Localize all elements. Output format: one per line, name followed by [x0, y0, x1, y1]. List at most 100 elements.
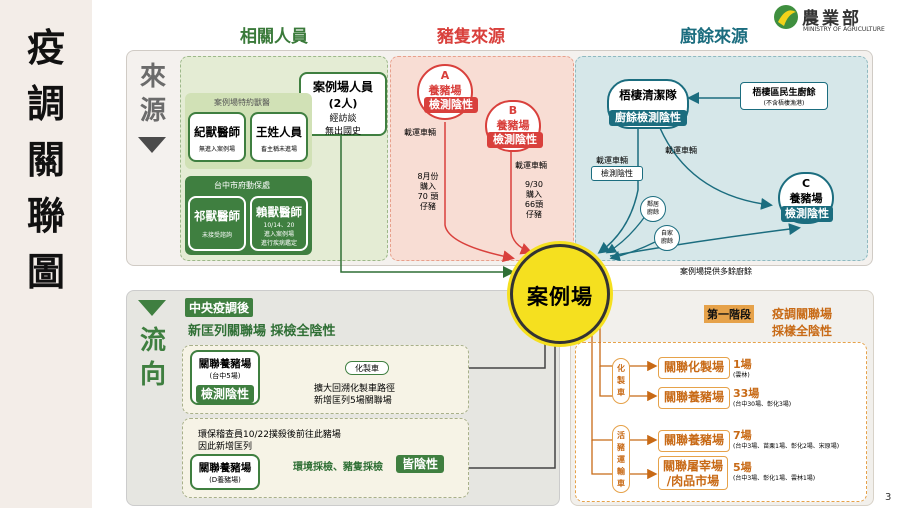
page-number: 3 [885, 492, 892, 503]
header-related-people: 相關人員 [240, 27, 308, 47]
flow-label-2: 向 [139, 360, 166, 390]
logo-subtext: MINISTRY OF AGRICULTURE [803, 26, 885, 33]
related-farm-note: (台中5場) [209, 372, 241, 380]
pig-vehicle-a: 載運車輛 [404, 128, 436, 137]
flow-left-heading1: 中央疫調後 [185, 298, 254, 317]
pig-purchase-b: 9/30 購入 66頭 仔豬 [522, 180, 546, 220]
vet-wang-name: 王姓人員 [256, 125, 302, 139]
farm-a-status: 檢測陰性 [424, 97, 478, 113]
live-pig-truck-vertical: 活 豬 運 輸 車 [612, 425, 630, 493]
header-pig-source: 豬隻來源 [437, 27, 505, 47]
vet-lai-note3: 進行疾病鑑定 [260, 240, 297, 247]
related-pig-farm-box-b: 關聯養豬場 [658, 430, 730, 452]
vet-qi-name: 祁獸醫師 [194, 209, 240, 223]
case-farm-person-note1: 經訪談 [329, 114, 357, 124]
slaughterhouse-detail: (台中3場、彰化1場、雲林1場) [733, 475, 816, 482]
stage-title2: 採樣全陰性 [772, 324, 833, 338]
pig-vehicle-b: 載運車輛 [515, 161, 547, 170]
vet-ji-card: 紀獸醫師 無進入案例場 [188, 112, 246, 162]
pig-purchase-b-date: 9/30 [525, 180, 543, 189]
vet-lai-card: 賴獸醫師 10/14、20 進入案例場 進行疾病鑑定 [250, 196, 308, 251]
residents-swill-note: (不含梧棲漁港) [763, 100, 805, 107]
swill-vehicle-status: 檢測陰性 [591, 166, 643, 181]
farm-b-letter: B [508, 104, 518, 117]
pig-purchase-b-count: 66頭 [524, 200, 544, 209]
live-pig-char4: 輸 [617, 467, 625, 476]
rendering-truck-vertical: 化 製 車 [612, 358, 630, 404]
farm-c-name: 養豬場 [789, 192, 823, 205]
source-label-2: 源 [139, 96, 166, 126]
vet-lai-note1: 10/14、20 [263, 222, 295, 229]
farm-d-card: 關聯養豬場 (D養豬場) [190, 454, 260, 490]
swill-vehicle-right: 載運車輛 [665, 146, 697, 155]
cleaning-team-status: 廚餘檢測陰性 [609, 110, 687, 126]
slaughterhouse-name: 關聯屠宰場 [662, 459, 723, 473]
cleaning-team-name: 梧棲清潔隊 [619, 88, 677, 102]
case-farm-center: 案例場 [510, 244, 610, 344]
live-pig-char3: 運 [617, 455, 625, 464]
slaughterhouse-count: 5場 [733, 461, 752, 474]
rendering-truck-char3: 車 [617, 388, 625, 397]
related-farm-name: 關聯養豬場 [198, 358, 252, 370]
pig-purchase-b-verb: 購入 [526, 190, 542, 199]
farm-c-letter: C [801, 177, 811, 190]
env-note1: 環保稽查員10/22撲殺後前往此豬場 [198, 430, 341, 440]
special-vet-label: 案例場特約獸醫 [214, 98, 270, 107]
case-farm-person-card: 案例場人員 (2人) 經訪談 無出國史 [299, 72, 387, 137]
related-pig-farm-count-b: 7場 [733, 429, 752, 442]
rendering-truck-label: 化製車 [345, 361, 389, 375]
source-label-1: 來 [139, 62, 166, 92]
pig-purchase-a: 8月份 購入 70 頭 仔豬 [417, 172, 439, 212]
pig-purchase-a-item: 仔豬 [420, 202, 436, 211]
slaughterhouse-box: 關聯屠宰場 /肉品市場 [658, 456, 728, 490]
logo-text: 農業部 [802, 9, 862, 29]
sampling-label: 環境採檢、豬隻採檢 [293, 462, 383, 473]
env-note2: 因此新增匡列 [198, 442, 253, 452]
residents-swill-card: 梧棲區民生廚餘 (不含梧棲漁港) [740, 82, 828, 110]
gov-vet-label: 台中市府動保處 [214, 181, 270, 190]
side-title-panel: 疫調關聯圖 [0, 0, 92, 508]
residents-swill-title: 梧棲區民生廚餘 [752, 88, 816, 98]
case-farm-person-title: 案例場人員 [312, 80, 373, 94]
swill-vehicle-left: 載運車輛 [596, 156, 628, 165]
self-swill-line1: 自家 [660, 230, 673, 237]
farm-c-status: 檢測陰性 [781, 206, 833, 222]
rendering-plant-detail: (雲林) [733, 372, 750, 379]
related-pig-farm-detail-a: (台中30場、彰化3場) [733, 401, 792, 408]
farm-b-name: 養豬場 [496, 119, 530, 132]
case-farm-person-count: (2人) [328, 97, 358, 110]
vet-ji-note: 無進入案例場 [198, 146, 235, 153]
farm-b-status: 檢測陰性 [487, 132, 543, 148]
rendering-note1: 擴大回溯化製車路徑 [314, 384, 396, 394]
case-farm-center-label: 案例場 [527, 285, 593, 309]
farm-a-letter: A [440, 69, 450, 82]
neighbor-swill: 鄰居 廚餘 [640, 196, 666, 222]
related-pig-farm-box-a: 關聯養豬場 [658, 387, 730, 409]
pig-purchase-a-date: 8月份 [417, 172, 439, 181]
live-pig-char1: 活 [617, 431, 625, 440]
rendering-note2: 新增匡列5場關聯場 [314, 396, 392, 406]
rendering-truck-char2: 製 [617, 376, 625, 385]
rendering-plant-count: 1場 [733, 358, 752, 371]
live-pig-char2: 豬 [617, 443, 625, 452]
flow-arrow-icon [138, 300, 166, 316]
flow-label-1: 流 [139, 326, 166, 356]
rendering-truck-char1: 化 [617, 364, 625, 373]
vet-qi-card: 祁獸醫師 未接受諮詢 [188, 196, 246, 251]
stage-title1: 疫調關聯場 [772, 307, 833, 321]
related-pig-farm-count-a: 33場 [733, 387, 760, 400]
source-arrow-icon [138, 137, 166, 153]
stage-tag: 第一階段 [704, 305, 754, 323]
vet-wang-card: 王姓人員 畜主稱未進場 [250, 112, 308, 162]
self-swill-line2: 廚餘 [660, 238, 673, 245]
extra-swill-label: 案例場提供多餘廚餘 [680, 267, 752, 276]
neighbor-swill-line2: 廚餘 [646, 209, 659, 216]
pig-purchase-a-verb: 購入 [420, 182, 436, 191]
farm-d-name: 關聯養豬場 [198, 462, 252, 474]
flow-left-heading2: 新匡列關聯場 採檢全陰性 [188, 324, 336, 339]
related-farm-status: 檢測陰性 [196, 385, 254, 403]
farm-a-name: 養豬場 [428, 84, 462, 97]
pig-purchase-a-count: 70 頭 [417, 192, 439, 201]
vet-wang-note: 畜主稱未進場 [260, 146, 297, 153]
related-pig-farm-detail-b: (台中3場、苗栗1場、彰化2場、宋原場) [733, 443, 840, 450]
